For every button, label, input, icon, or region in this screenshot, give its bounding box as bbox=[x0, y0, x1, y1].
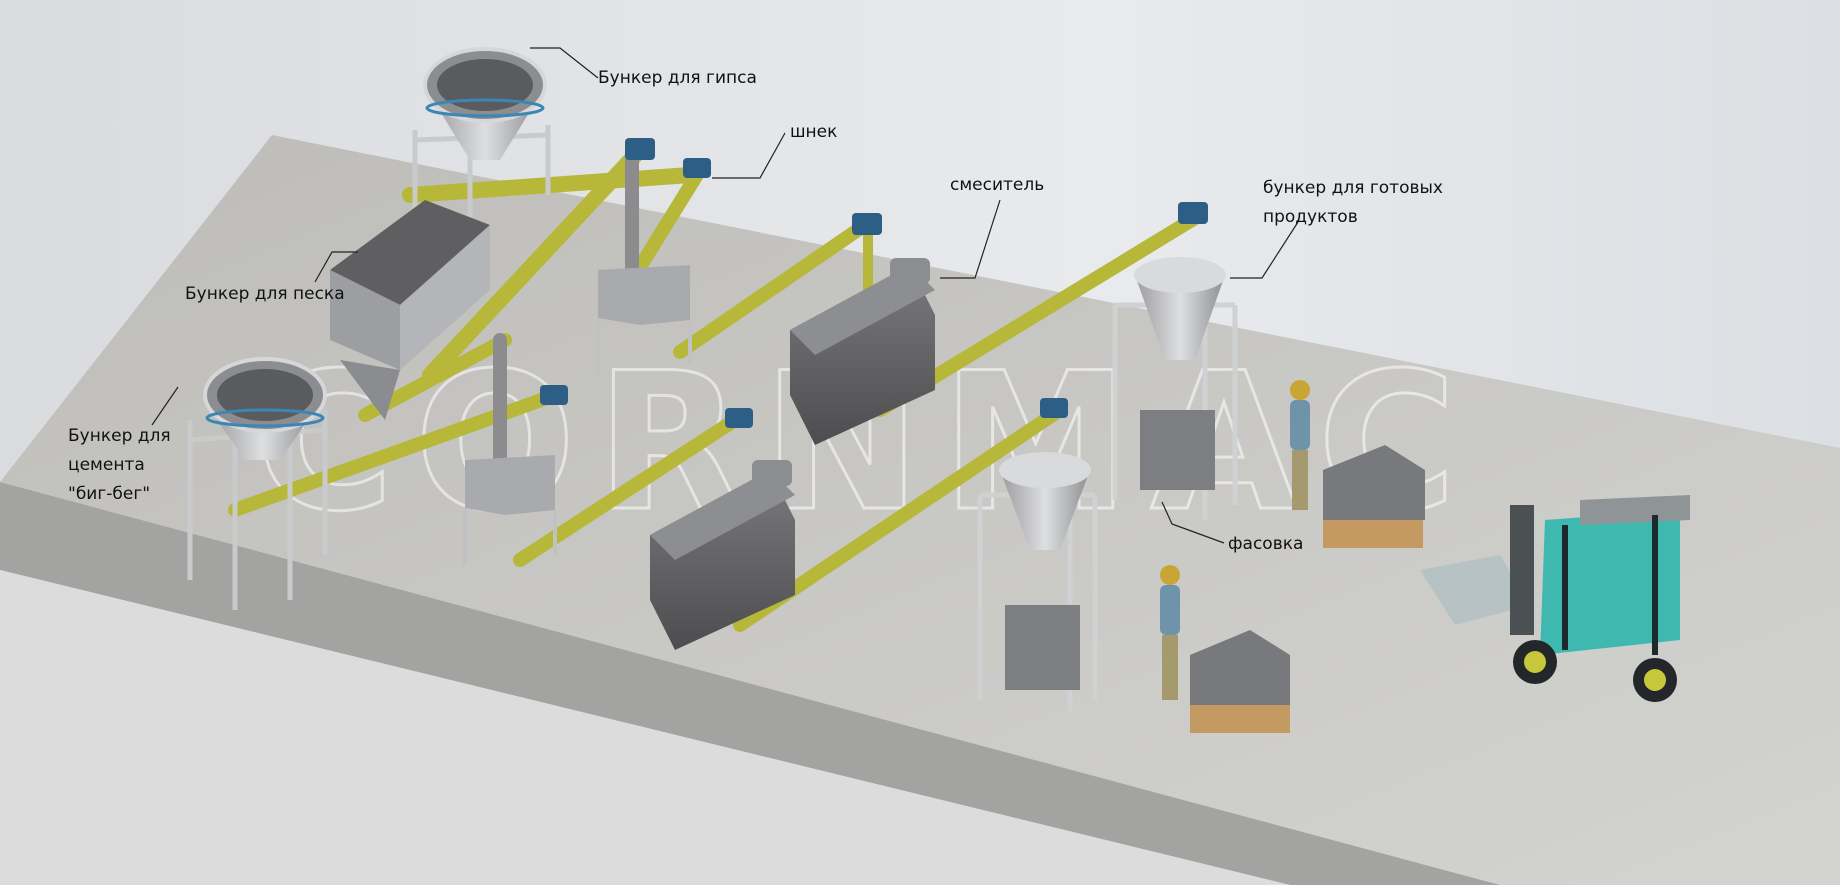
gypsum-hopper bbox=[412, 47, 551, 250]
label-cement-hopper-line3: "биг-бег" bbox=[68, 484, 151, 504]
label-cement-hopper-line1: Бункер для bbox=[68, 426, 171, 446]
workers bbox=[1160, 380, 1310, 700]
pallets-with-bags bbox=[1190, 445, 1425, 733]
finished-product-hoppers bbox=[977, 257, 1238, 712]
label-mixer: смеситель bbox=[950, 175, 1045, 195]
label-finished-hopper-line1: бункер для готовых bbox=[1263, 178, 1443, 198]
label-packing: фасовка bbox=[1228, 534, 1304, 554]
mixers bbox=[650, 258, 935, 650]
cement-hopper bbox=[187, 357, 328, 610]
label-screw: шнек bbox=[790, 122, 838, 142]
label-finished-hopper-line2: продуктов bbox=[1263, 207, 1358, 227]
label-sand-hopper: Бункер для песка bbox=[185, 284, 345, 304]
label-cement-hopper-line2: цемента bbox=[68, 455, 145, 475]
leader-lines bbox=[151, 47, 1299, 544]
sand-hopper bbox=[330, 200, 490, 420]
label-gypsum-hopper: Бункер для гипса bbox=[598, 68, 757, 88]
weighing-hoppers bbox=[463, 265, 692, 565]
forklift bbox=[1420, 495, 1690, 702]
conveyor-motors bbox=[540, 138, 1208, 428]
